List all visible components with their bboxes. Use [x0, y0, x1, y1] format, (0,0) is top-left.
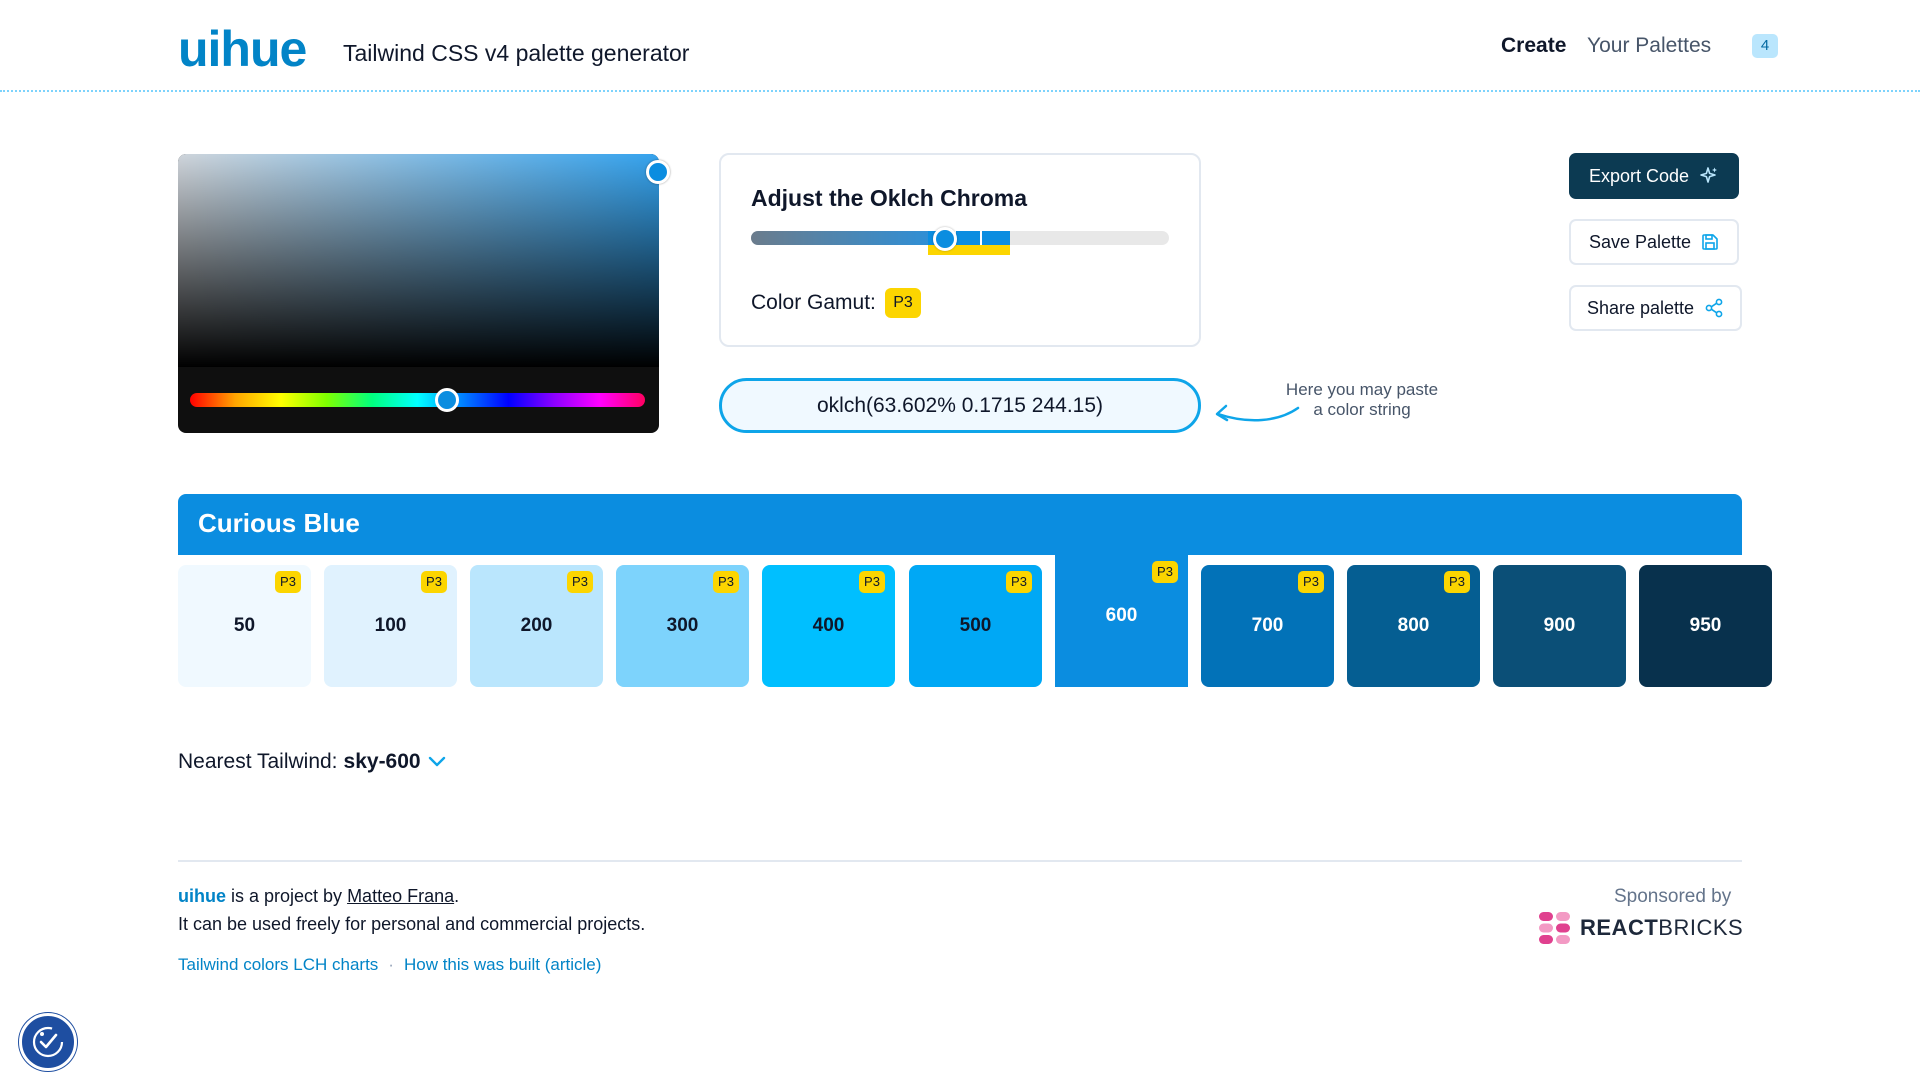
export-code-button[interactable]: Export Code: [1569, 153, 1739, 199]
logo[interactable]: uihue: [178, 21, 307, 77]
footer-credit-text: is a project by: [226, 886, 348, 906]
swatch-label: 600: [1105, 605, 1138, 626]
paste-hint-line1: Here you may paste: [1285, 380, 1439, 399]
paste-hint-line2: a color string: [1313, 400, 1411, 419]
tagline: Tailwind CSS v4 palette generator: [343, 40, 690, 66]
save-palette-label: Save Palette: [1588, 231, 1692, 252]
nearest-tailwind-value: sky-600: [343, 750, 421, 773]
footer-license: It can be used freely for personal and c…: [178, 914, 646, 934]
color-picker[interactable]: [178, 154, 659, 433]
reactbricks-bold: REACT: [1580, 915, 1659, 940]
palette-header: [178, 494, 1742, 555]
palette-name[interactable]: Curious Blue: [198, 508, 360, 538]
p3-badge: P3: [713, 571, 739, 593]
swatch-0[interactable]: 50 P3: [178, 565, 311, 687]
hue-slider-handle[interactable]: [435, 388, 459, 412]
save-icon: [1702, 234, 1718, 250]
swatch-label: 300: [666, 615, 699, 636]
author-link[interactable]: Matteo Frana: [347, 886, 455, 906]
lch-charts-link[interactable]: Tailwind colors LCH charts: [178, 955, 379, 974]
swatch-label: 500: [959, 615, 992, 636]
chroma-slider-handle[interactable]: [933, 227, 957, 251]
swatch-5[interactable]: 500 P3: [909, 565, 1042, 687]
share-palette-label: Share palette: [1586, 297, 1695, 318]
color-gamut-label: Color Gamut:: [751, 291, 876, 314]
p3-badge: P3: [1152, 561, 1178, 583]
footer-credit: uihue is a project by Matteo Frana.: [178, 886, 459, 907]
swatch-label: 950: [1689, 615, 1722, 636]
swatch-9[interactable]: 900: [1493, 565, 1626, 687]
footer-separator: ·: [388, 955, 394, 974]
footer-brand: uihue: [178, 886, 226, 906]
p3-badge: P3: [567, 571, 593, 593]
share-icon: [1705, 298, 1723, 318]
accessibility-button[interactable]: [19, 1013, 77, 1071]
accessibility-icon: [32, 1026, 64, 1058]
nearest-tailwind-label: Nearest Tailwind:: [178, 750, 338, 773]
chroma-title: Adjust the Oklch Chroma: [751, 185, 1028, 211]
p3-badge: P3: [859, 571, 885, 593]
save-palette-button[interactable]: Save Palette: [1569, 219, 1739, 265]
reactbricks-logo[interactable]: REACTBRICKS: [1538, 911, 1743, 945]
reactbricks-wordmark: REACTBRICKS: [1580, 915, 1743, 941]
how-built-link[interactable]: How this was built (article): [403, 955, 602, 974]
reactbricks-light: BRICKS: [1658, 915, 1744, 940]
p3-badge: P3: [1006, 571, 1032, 593]
paste-hint: Here you may paste a color string: [1262, 380, 1462, 420]
swatch-label: 100: [374, 615, 407, 636]
color-gamut-badge: P3: [885, 288, 921, 318]
chroma-range-divider: [980, 231, 982, 245]
share-palette-button[interactable]: Share palette: [1569, 285, 1742, 331]
swatch-7[interactable]: 700 P3: [1201, 565, 1334, 687]
swatch-label: 200: [520, 615, 553, 636]
swatch-1[interactable]: 100 P3: [324, 565, 457, 687]
chevron-down-icon[interactable]: [427, 755, 447, 769]
swatch-4[interactable]: 400 P3: [762, 565, 895, 687]
header: [0, 0, 1920, 92]
swatch-label: 700: [1251, 615, 1284, 636]
nav-your-palettes-link[interactable]: Your Palettes: [1587, 34, 1712, 57]
footer-credit-end: .: [454, 886, 460, 906]
export-code-label: Export Code: [1588, 165, 1690, 186]
color-string-input[interactable]: [719, 378, 1201, 433]
chroma-p3-indicator: [928, 245, 1010, 255]
swatch-label: 900: [1543, 615, 1576, 636]
reactbricks-icon: [1539, 912, 1570, 944]
swatch-label: 400: [812, 615, 845, 636]
swatch-3[interactable]: 300 P3: [616, 565, 749, 687]
nav-create-link[interactable]: Create: [1501, 34, 1567, 57]
palettes-count-badge: 4: [1752, 34, 1778, 58]
saturation-value-handle[interactable]: [646, 160, 670, 184]
footer-divider: [178, 860, 1742, 862]
swatch-6[interactable]: 600 P3: [1055, 555, 1188, 687]
sparkles-icon: [1700, 167, 1718, 183]
nearest-tailwind[interactable]: Nearest Tailwind: sky-600: [178, 750, 447, 774]
swatch-10[interactable]: 950: [1639, 565, 1772, 687]
p3-badge: P3: [1444, 571, 1470, 593]
footer-links: Tailwind colors LCH charts · How this was …: [178, 955, 601, 975]
swatch-2[interactable]: 200 P3: [470, 565, 603, 687]
p3-badge: P3: [275, 571, 301, 593]
swatch-label: 50: [233, 615, 256, 636]
hue-slider[interactable]: [190, 393, 645, 407]
chroma-slider-fill: [751, 231, 931, 245]
saturation-value-area[interactable]: [178, 154, 659, 367]
sponsor-label: Sponsored by: [1614, 886, 1732, 907]
curved-arrow-icon: [1215, 404, 1300, 422]
p3-badge: P3: [1298, 571, 1324, 593]
swatch-8[interactable]: 800 P3: [1347, 565, 1480, 687]
p3-badge: P3: [421, 571, 447, 593]
swatch-label: 800: [1397, 615, 1430, 636]
